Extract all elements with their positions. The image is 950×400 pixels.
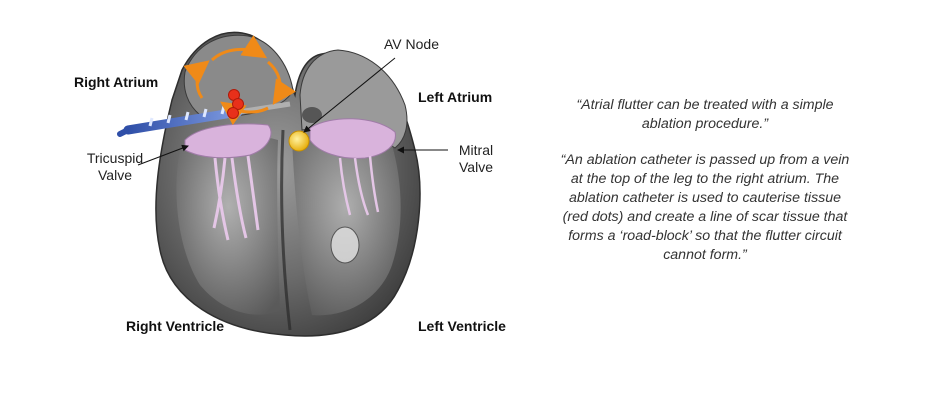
- label-av-node: AV Node: [384, 36, 439, 52]
- tricuspid-valve-graphic: [184, 123, 272, 241]
- label-left-atrium: Left Atrium: [418, 89, 493, 105]
- ablation-dots: [227, 89, 244, 119]
- quote-procedure: “An ablation catheter is passed up from …: [560, 152, 850, 263]
- label-right-atrium: Right Atrium: [74, 74, 159, 90]
- label-mitral-line1: Mitral: [458, 142, 494, 158]
- label-right-ventricle: Right Ventricle: [126, 318, 225, 334]
- label-mitral-valve: Mitral Valve: [447, 142, 505, 176]
- label-tricuspid-line1: Tricuspid: [86, 150, 144, 166]
- av-node-graphic: [288, 130, 310, 152]
- leader-lines: [137, 57, 448, 166]
- quote-intro: “Atrial flutter can be treated with a si…: [576, 97, 834, 132]
- quote-block: “Atrial flutter can be treated with a si…: [560, 96, 850, 282]
- label-tricuspid-line2: Valve: [98, 167, 132, 183]
- flutter-circuit-arrows: [183, 35, 296, 126]
- label-left-ventricle: Left Ventricle: [418, 318, 506, 334]
- label-mitral-line2: Valve: [459, 159, 493, 175]
- label-tricuspid-valve: Tricuspid Valve: [80, 150, 150, 184]
- mitral-valve-graphic: [309, 118, 396, 216]
- heart-body: [155, 31, 421, 337]
